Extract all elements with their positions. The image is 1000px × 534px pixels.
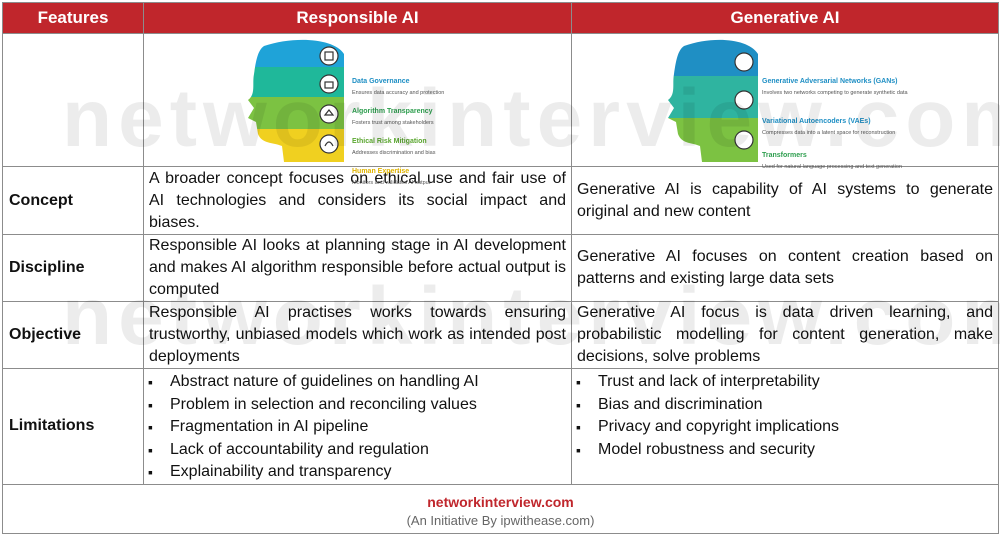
header-row: Features Responsible AI Generative AI — [2, 2, 999, 34]
list-item: Problem in selection and reconciling val… — [144, 394, 571, 417]
gen-item-3-desc: Used for natural language processing and… — [762, 164, 903, 170]
discipline-row: Discipline Responsible AI looks at plann… — [2, 234, 999, 302]
list-item: Trust and lack of interpretability — [572, 371, 998, 394]
footer-cell: networkinterview.com (An Initiative By i… — [2, 483, 999, 534]
header-generative-ai: Generative AI — [571, 2, 999, 34]
footer-row: networkinterview.com (An Initiative By i… — [2, 483, 999, 534]
graphic-row: Data Governance Ensures data accuracy an… — [2, 33, 999, 186]
discipline-label: Discipline — [2, 234, 144, 302]
resp-item-2-desc: Fosters trust among stakeholders — [352, 120, 434, 126]
concept-generative: Generative AI is capability of AI system… — [571, 166, 999, 235]
list-item: Bias and discrimination — [572, 394, 998, 417]
limitations-responsible-list: Abstract nature of guidelines on handlin… — [144, 371, 571, 484]
responsible-ai-head-graphic — [248, 39, 344, 162]
list-item: Privacy and copyright implications — [572, 416, 998, 439]
gen-item-3-title: Transformers — [762, 152, 807, 159]
discipline-responsible: Responsible AI looks at planning stage i… — [143, 234, 572, 302]
responsible-icons — [319, 46, 339, 154]
gen-item-1-desc: Involves two networks competing to gener… — [762, 90, 908, 96]
list-item: Lack of accountability and regulation — [144, 439, 571, 462]
graphic-empty-cell — [2, 33, 144, 167]
resp-item-4-desc: Monitors and validates AI output — [352, 180, 431, 186]
gen-item-2-title: Variational Autoencoders (VAEs) — [762, 118, 871, 125]
list-item: Abstract nature of guidelines on handlin… — [144, 371, 571, 394]
gen-item-1-title: Generative Adversarial Networks (GANs) — [762, 78, 898, 85]
gen-item-2-desc: Compresses data into a latent space for … — [762, 130, 896, 136]
objective-row: Objective Responsible AI practises works… — [2, 301, 999, 369]
responsible-ai-graphic-cell: Data Governance Ensures data accuracy an… — [143, 33, 572, 186]
limitations-responsible: Abstract nature of guidelines on handlin… — [143, 368, 572, 485]
generative-ai-head-graphic — [668, 39, 758, 162]
limitations-generative: Trust and lack of interpretability Bias … — [571, 368, 999, 485]
header-features: Features — [2, 2, 144, 34]
resp-item-4-title: Human Expertise — [352, 168, 410, 175]
limitations-label: Limitations — [2, 368, 144, 485]
generative-icons — [734, 52, 754, 150]
resp-item-2-title: Algorithm Transparency — [352, 108, 433, 115]
objective-responsible: Responsible AI practises works towards e… — [143, 301, 572, 369]
resp-item-1-title: Data Governance — [352, 78, 410, 85]
limitations-generative-list: Trust and lack of interpretability Bias … — [572, 371, 998, 461]
resp-item-3-title: Ethical Risk Mitigation — [352, 138, 427, 145]
limitations-row: Limitations Abstract nature of guideline… — [2, 368, 999, 485]
objective-generative: Generative AI focus is data driven learn… — [571, 301, 999, 369]
list-item: Explainability and transparency — [144, 461, 571, 484]
concept-responsible: A broader concept focuses on ethical use… — [143, 166, 572, 235]
header-responsible-ai: Responsible AI — [143, 2, 572, 34]
list-item: Model robustness and security — [572, 439, 998, 462]
footer-tagline: (An Initiative By ipwithease.com) — [406, 512, 595, 528]
resp-item-3-desc: Addresses discrimination and bias — [352, 150, 436, 156]
footer-site-link[interactable]: networkinterview.com — [427, 493, 574, 510]
generative-ai-graphic-cell: Generative Adversarial Networks (GANs) I… — [571, 33, 999, 170]
concept-label: Concept — [2, 166, 144, 235]
concept-row: Concept A broader concept focuses on eth… — [2, 166, 999, 235]
list-item: Fragmentation in AI pipeline — [144, 416, 571, 439]
objective-label: Objective — [2, 301, 144, 369]
resp-item-1-desc: Ensures data accuracy and protection — [352, 90, 445, 96]
discipline-generative: Generative AI focuses on content creatio… — [571, 234, 999, 302]
